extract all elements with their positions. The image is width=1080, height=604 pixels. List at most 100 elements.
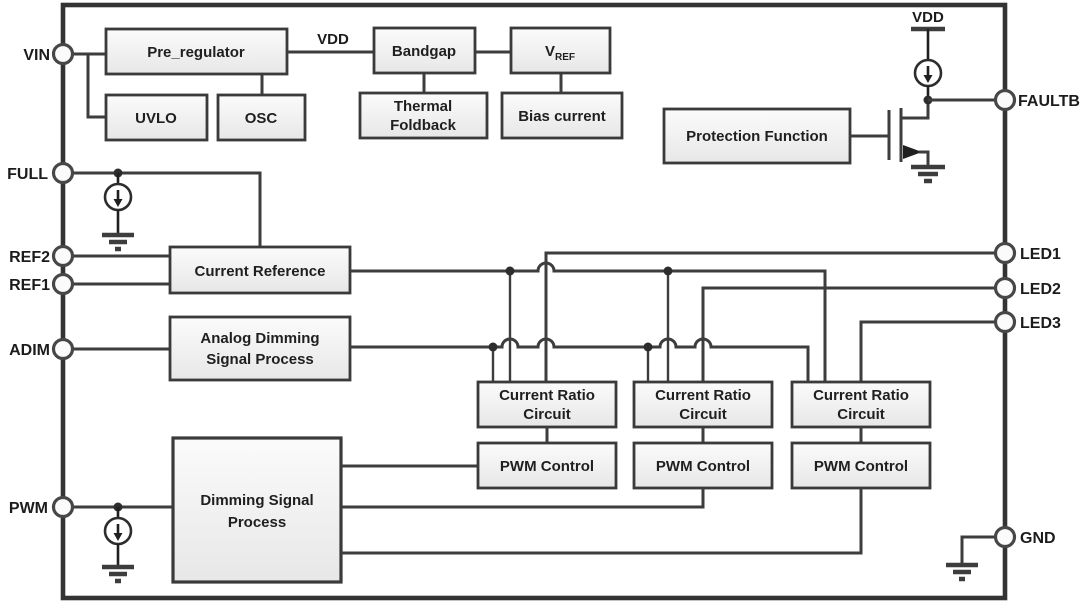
right-pins: FAULTB LED1 LED2 LED3 GND — [993, 88, 1080, 549]
channel-3: Current Ratio Circuit PWM Control — [790, 380, 932, 490]
pwm-ground-icon — [102, 564, 134, 584]
nmos-ground-icon — [911, 164, 945, 184]
vin-pin — [51, 42, 75, 66]
current-reference-block: Current Reference — [72, 245, 352, 295]
protection-box — [662, 107, 852, 165]
bandgap-box — [372, 26, 477, 75]
vref-label: VREF — [545, 43, 575, 63]
full-ground-icon — [102, 232, 134, 252]
bias-current-box — [500, 91, 624, 140]
pwm-pin-label: PWM — [9, 500, 48, 517]
left-pins: VIN FULL REF2 REF1 ADIM PWM — [7, 42, 75, 519]
dimming-signal-block: Dimming Signal Process — [171, 436, 343, 584]
ref-bus-dot-2 — [663, 266, 673, 276]
led3-pin-label: LED3 — [1020, 315, 1061, 332]
pre-regulator-block: Pre_regulator — [104, 27, 289, 76]
vref-block: VREF — [509, 26, 612, 75]
current-ratio-3-label-1: Current Ratio — [813, 387, 909, 404]
vdd-supply-label: VDD — [912, 9, 944, 26]
led1-pin-label: LED1 — [1020, 246, 1061, 263]
bias-current-label: Bias current — [518, 108, 606, 125]
pwm-control-3-label: PWM Control — [814, 458, 908, 475]
gnd-wire — [960, 535, 996, 563]
adim-bus-dot-1 — [488, 342, 498, 352]
pwm-control-1-label: PWM Control — [500, 458, 594, 475]
nmos-source-wire — [919, 150, 930, 165]
dimming-signal-label-2: Process — [228, 514, 286, 531]
vref-box — [509, 26, 612, 75]
bandgap-label: Bandgap — [392, 43, 456, 60]
analog-dimming-label-2: Signal Process — [206, 351, 314, 368]
vdd-wire-label: VDD — [317, 31, 349, 48]
nmos-transistor-icon — [850, 100, 945, 184]
dimming-output-wires — [341, 464, 863, 555]
current-reference-bus — [350, 261, 827, 382]
channel-1: Current Ratio Circuit PWM Control — [476, 380, 618, 490]
vin-pin-label: VIN — [23, 47, 50, 64]
protection-block: Protection Function — [662, 107, 852, 165]
full-cs-arrowhead — [113, 199, 123, 207]
gnd-pin-label: GND — [1020, 530, 1056, 547]
thermal-foldback-box — [358, 91, 489, 140]
gnd-pin — [993, 525, 1017, 549]
fault-current-source-arrowhead — [923, 75, 933, 83]
dimming-signal-box — [171, 436, 343, 584]
dimming-out-wire-2 — [341, 488, 705, 509]
current-reference-label: Current Reference — [195, 263, 326, 280]
current-ratio-1-label-2: Circuit — [523, 406, 571, 423]
channel-2: Current Ratio Circuit PWM Control — [632, 380, 774, 490]
thermal-foldback-block: Thermal Foldback — [358, 91, 489, 140]
thermal-foldback-label-2: Foldback — [390, 117, 457, 134]
protection-label: Protection Function — [686, 128, 828, 145]
ref2-pin — [51, 244, 75, 268]
dimming-signal-label-1: Dimming Signal — [200, 492, 313, 509]
analog-dimming-label-1: Analog Dimming — [200, 330, 319, 347]
thermal-foldback-label-1: Thermal — [394, 98, 452, 115]
analog-dimming-block: Analog Dimming Signal Process — [72, 315, 352, 382]
bandgap-block: Bandgap — [372, 26, 477, 75]
current-ratio-2-label-2: Circuit — [679, 406, 727, 423]
led-output-wires — [544, 251, 996, 382]
current-reference-box — [168, 245, 352, 295]
pwm-control-box-3 — [790, 441, 932, 490]
pre-regulator-box — [104, 27, 289, 76]
adim-bus-dot-2 — [643, 342, 653, 352]
osc-box — [216, 93, 307, 142]
uvlo-label: UVLO — [135, 110, 177, 127]
pwm-pin — [51, 495, 75, 519]
osc-block: OSC — [216, 93, 307, 142]
vref-label-main: V — [545, 43, 555, 60]
full-wire — [72, 171, 262, 247]
analog-dimming-box — [168, 315, 352, 382]
led2-wire — [701, 286, 996, 382]
current-ratio-3-label-2: Circuit — [837, 406, 885, 423]
fault-current-source-icon — [913, 58, 943, 100]
ref2-pin-label: REF2 — [9, 249, 50, 266]
faultb-pin-label: FAULTB — [1018, 93, 1080, 110]
led1-wire — [544, 251, 996, 382]
adim-pin — [51, 337, 75, 361]
led3-pin — [993, 310, 1017, 334]
top-section-wires: VDD — [72, 31, 563, 119]
led2-pin-label: LED2 — [1020, 281, 1061, 298]
ref1-pin-label: REF1 — [9, 277, 50, 294]
led3-wire — [859, 320, 996, 382]
dimming-out-wire-3 — [341, 488, 863, 555]
full-pin — [51, 161, 75, 185]
current-ratio-2-label-1: Current Ratio — [655, 387, 751, 404]
current-ratio-1-label-1: Current Ratio — [499, 387, 595, 404]
gnd-wires — [946, 535, 996, 582]
ref-bus-dot-1 — [505, 266, 515, 276]
vref-label-sub: REF — [555, 52, 575, 63]
uvlo-block: UVLO — [104, 93, 209, 142]
vin-uvlo-wire — [86, 54, 106, 119]
nmos-source-arrowhead — [903, 145, 922, 159]
led1-pin — [993, 241, 1017, 265]
led2-pin — [993, 276, 1017, 300]
pwm-control-box-1 — [476, 441, 618, 490]
adim-pin-label: ADIM — [9, 342, 50, 359]
vdd-supply: VDD — [911, 9, 945, 60]
full-pin-label: FULL — [7, 166, 48, 183]
uvlo-box — [104, 93, 209, 142]
